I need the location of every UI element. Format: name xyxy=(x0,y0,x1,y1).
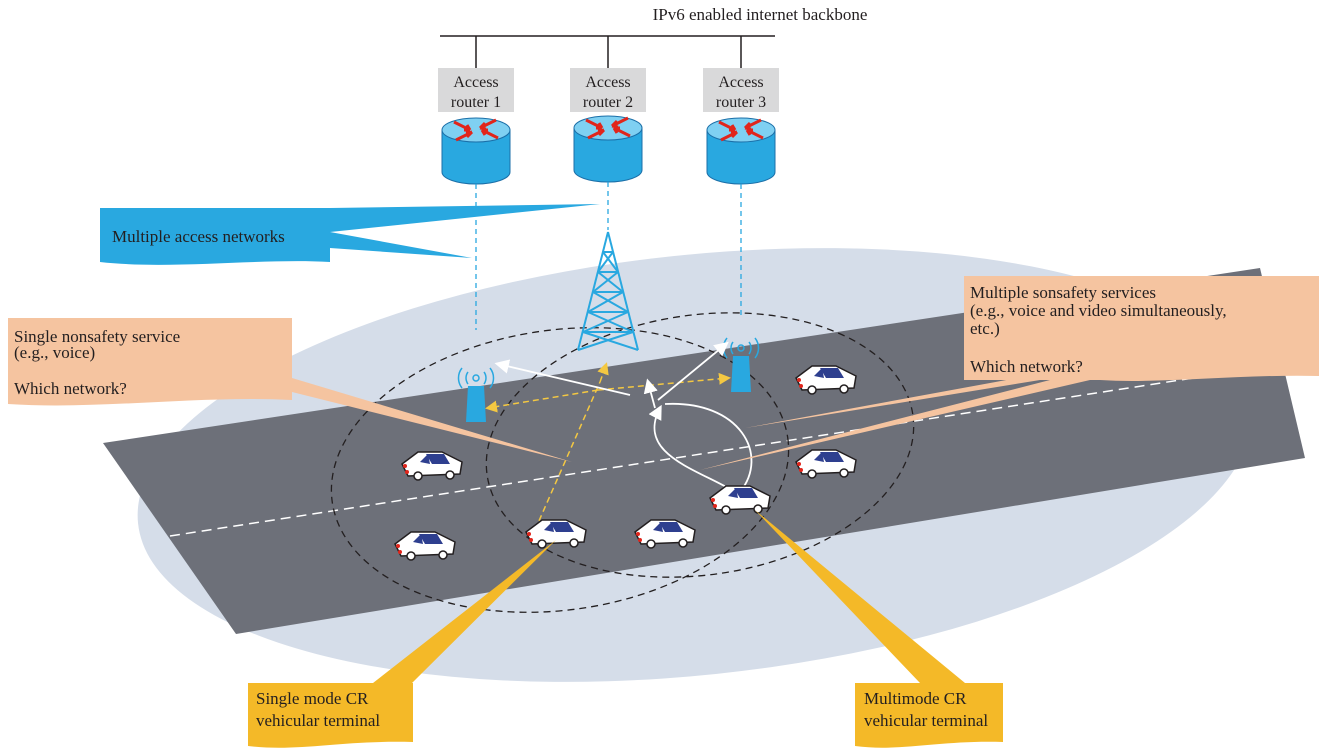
svg-text:Access: Access xyxy=(585,74,630,91)
coverage-circle-left xyxy=(330,327,790,613)
svg-text:etc.): etc.) xyxy=(970,319,1000,338)
svg-text:Which network?: Which network? xyxy=(14,379,127,398)
yellow-dashed-links xyxy=(485,362,731,531)
callout-access-networks: Multiple access networks xyxy=(100,204,600,265)
svg-text:router 1: router 1 xyxy=(451,94,501,111)
svg-text:vehicular terminal: vehicular terminal xyxy=(864,711,988,730)
callout-multiple-services: Multiple sonsafety services (e.g., voice… xyxy=(700,276,1319,470)
road-center-line xyxy=(169,363,1285,537)
router-2-label: Access router 2 xyxy=(570,68,646,112)
callout-multimode: Multimode CR vehicular terminal xyxy=(755,510,1003,748)
svg-text:vehicular terminal: vehicular terminal xyxy=(256,711,380,730)
router-3-icon xyxy=(705,116,777,186)
backbone-label: IPv6 enabled internet backbone xyxy=(653,5,868,24)
callout-single-service: Single nonsafety service (e.g., voice) W… xyxy=(8,318,572,462)
svg-text:Single nonsafety service: Single nonsafety service xyxy=(14,327,180,346)
svg-text:Which network?: Which network? xyxy=(970,357,1083,376)
svg-text:(e.g., voice and video simulta: (e.g., voice and video simultaneously, xyxy=(970,301,1227,320)
svg-text:router 2: router 2 xyxy=(583,94,633,111)
svg-text:Single mode CR: Single mode CR xyxy=(256,689,369,708)
callout-single-mode: Single mode CR vehicular terminal xyxy=(248,540,556,748)
coverage-circle-right xyxy=(485,312,915,578)
svg-text:Access: Access xyxy=(453,74,498,91)
router-1-label: Access router 1 xyxy=(438,68,514,112)
svg-text:Multimode CR: Multimode CR xyxy=(864,689,967,708)
svg-text:router 3: router 3 xyxy=(716,94,766,111)
svg-text:Multiple access networks: Multiple access networks xyxy=(112,227,285,246)
svg-text:Access: Access xyxy=(718,74,763,91)
cell-tower-icon xyxy=(577,231,639,351)
router-2-icon xyxy=(572,114,644,184)
router-1-icon xyxy=(440,116,512,186)
white-links xyxy=(494,341,753,493)
svg-text:(e.g., voice): (e.g., voice) xyxy=(14,343,95,362)
svg-text:Multiple sonsafety services: Multiple sonsafety services xyxy=(970,283,1156,302)
router-3-label: Access router 3 xyxy=(703,68,779,112)
